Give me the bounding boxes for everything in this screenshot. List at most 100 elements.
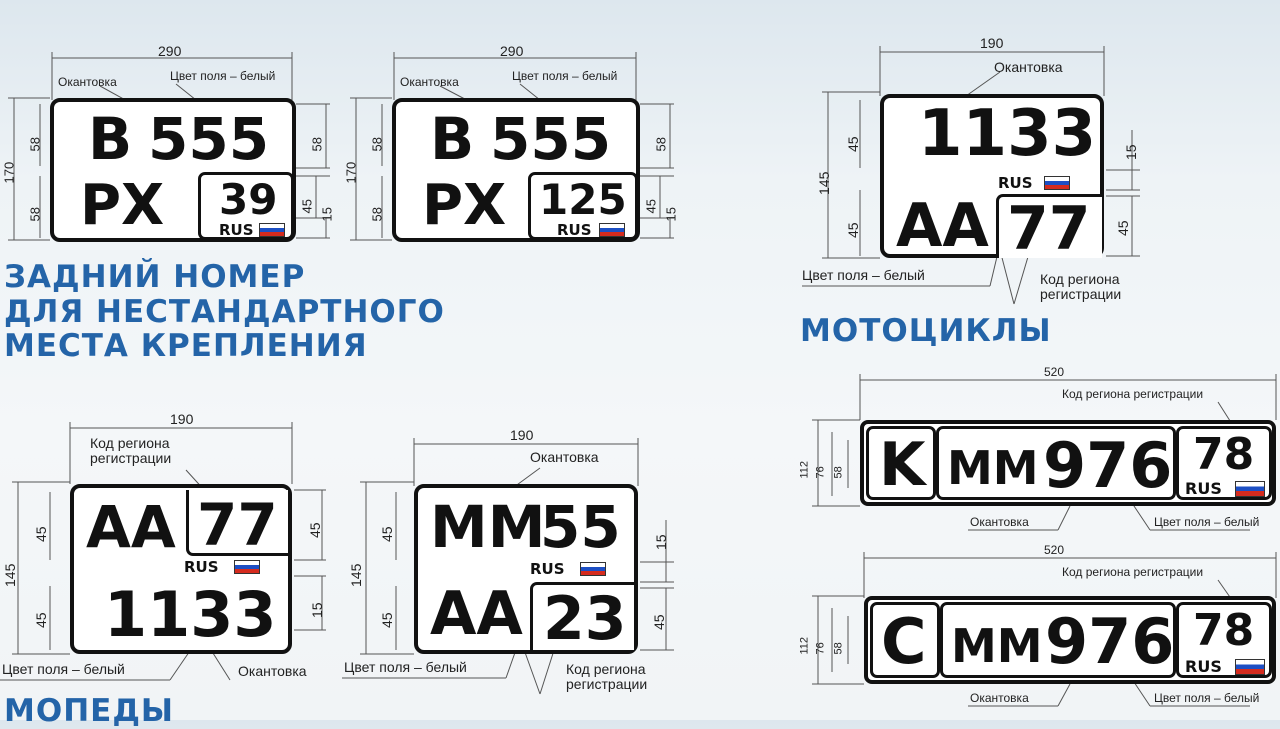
moped1-region-box: 77 — [186, 490, 288, 556]
moped1-series: AA — [86, 493, 176, 561]
moped2-region-box: 23 — [530, 582, 634, 650]
moped1-flag-icon — [234, 560, 260, 574]
moped1-region: 77 — [197, 491, 278, 559]
trailer1-h1-dim: 112 — [798, 460, 811, 479]
moped2-r2-dim: 45 — [651, 614, 667, 630]
trailer1-region-label: Код региона регистрации — [1062, 387, 1204, 401]
rear2-r3-dim: 15 — [663, 207, 679, 222]
rear1-flag-icon — [259, 223, 285, 237]
moped2-region: 23 — [543, 584, 627, 654]
moped2-flag-icon — [580, 562, 606, 576]
moped2-region-label-2: регистрации — [566, 676, 648, 693]
trailer2-flag-icon — [1235, 659, 1265, 675]
rear2-width-dim: 290 — [500, 43, 524, 59]
moped2-h1-dim: 45 — [379, 526, 395, 542]
rear1-r2-dim: 45 — [299, 199, 315, 214]
trailer2-h1-dim: 112 — [798, 636, 811, 655]
moped1-border-label: Окантовка — [238, 663, 307, 679]
moped2-region-label: Код региона регистрации — [566, 661, 648, 693]
moped1-region-label-2: регистрации — [90, 450, 172, 467]
rear2-h1-dim: 58 — [369, 137, 385, 152]
trailer1-border-label: Окантовка — [970, 515, 1029, 529]
rear1-border-label: Окантовка — [58, 75, 117, 89]
trailer1-rus: RUS — [1185, 479, 1222, 498]
rear1-width-dim: 290 — [158, 43, 182, 59]
moto-rus: RUS — [998, 174, 1033, 192]
rear-title-line1: ЗАДНИЙ НОМЕР — [4, 259, 306, 295]
moto-width-dim: 190 — [980, 35, 1004, 51]
trailer1-region: 78 — [1193, 429, 1255, 480]
moto-region-label-2: регистрации — [1040, 286, 1122, 303]
rear2-flag-icon — [599, 223, 625, 237]
moped1-h2-dim: 45 — [33, 612, 49, 628]
moped1-field-label: Цвет поля – белый — [2, 661, 125, 677]
moped2-width-dim: 190 — [510, 427, 534, 443]
moped2-plate: MM 55 RUS AA 23 — [414, 484, 638, 654]
trailer2-rus: RUS — [1185, 657, 1222, 676]
trailer1-width-dim: 520 — [1044, 365, 1065, 379]
moped1-region-label: Код региона регистрации — [90, 435, 172, 467]
moped1-rus: RUS — [184, 558, 219, 576]
moto-series: AA — [896, 191, 989, 261]
moto-digits: 1133 — [918, 97, 1097, 171]
trailer2-region: 78 — [1193, 605, 1255, 656]
moto-region-label: Код региона регистрации — [1040, 271, 1122, 303]
moped2-rus: RUS — [530, 560, 565, 578]
moped1-plate: AA 77 RUS 1133 — [70, 484, 292, 654]
rear1-letter: B — [88, 105, 133, 173]
moped2-border-label: Окантовка — [530, 449, 599, 465]
moped2-series: MM — [430, 493, 546, 561]
trailer1-flag-icon — [1235, 481, 1265, 497]
moto-r1-dim: 15 — [1123, 144, 1139, 160]
moped2-region-label-1: Код региона — [566, 661, 646, 677]
rear1-field-label: Цвет поля – белый — [170, 69, 276, 83]
trailer1-main-box: MM 976 — [936, 426, 1176, 500]
moped2-height-dim: 145 — [348, 563, 364, 587]
trailer2-letter-box: C — [870, 602, 940, 678]
trailer2-series: MM — [951, 619, 1043, 673]
rear2-letter: B — [430, 105, 475, 173]
rear1-h1-dim: 58 — [27, 137, 43, 152]
moto-border-label: Окантовка — [994, 59, 1063, 75]
rear1-region: 39 — [219, 175, 278, 224]
trailer2-h3-dim: 58 — [832, 642, 845, 655]
rear2-rus: RUS — [557, 221, 592, 239]
trailer2-main-box: MM 976 — [940, 602, 1176, 678]
rear-title-line3: МЕСТА КРЕПЛЕНИЯ — [4, 328, 368, 365]
rear1-digits: 555 — [148, 105, 270, 173]
rear1-series: PX — [80, 173, 165, 238]
moto-field-label: Цвет поля – белый — [802, 267, 925, 283]
rear2-height-dim: 170 — [343, 161, 359, 184]
trailer1-digits: 976 — [1043, 429, 1173, 502]
trailer1-plate: K MM 976 78 RUS — [860, 420, 1276, 506]
moped2-series2: AA — [430, 579, 523, 649]
moto-region: 77 — [1007, 194, 1091, 264]
rear2-region: 125 — [539, 175, 627, 224]
trailer2-plate: C MM 976 78 RUS — [864, 596, 1276, 684]
moto-plate: 1133 RUS AA 77 — [880, 94, 1104, 264]
trailer2-letter: C — [881, 605, 927, 678]
trailer1-field-label: Цвет поля – белый — [1154, 515, 1260, 529]
rear-plate-2: B 555 PX 125 RUS — [392, 98, 640, 242]
moto-flag-icon — [1044, 176, 1070, 190]
moped1-h1-dim: 45 — [33, 526, 49, 542]
rear2-r2-dim: 45 — [643, 199, 659, 214]
moto-title: МОТОЦИКЛЫ — [800, 313, 1052, 349]
moped2-h2-dim: 45 — [379, 612, 395, 628]
mopeds-title: МОПЕДЫ — [4, 693, 175, 729]
trailer1-series: MM — [947, 441, 1039, 495]
rear1-r1-dim: 58 — [309, 137, 325, 152]
trailer2-digits: 976 — [1045, 605, 1175, 678]
trailer2-region-box: 78 RUS — [1176, 602, 1272, 678]
rear-title-line2: ДЛЯ НЕСТАНДАРТНОГО — [4, 293, 445, 330]
rear1-height-dim: 170 — [1, 161, 17, 184]
moped1-region-label-1: Код региона — [90, 435, 170, 451]
trailer2-width-dim: 520 — [1044, 543, 1065, 557]
rear2-series: PX — [422, 173, 507, 238]
moto-region-box: 77 — [996, 194, 1102, 264]
rear2-field-label: Цвет поля – белый — [512, 69, 618, 83]
trailer1-letter-box: K — [866, 426, 936, 500]
rear1-r3-dim: 15 — [319, 207, 335, 222]
rear-plate-1: B 555 PX 39 RUS — [50, 98, 296, 242]
moped1-width-dim: 190 — [170, 411, 194, 427]
